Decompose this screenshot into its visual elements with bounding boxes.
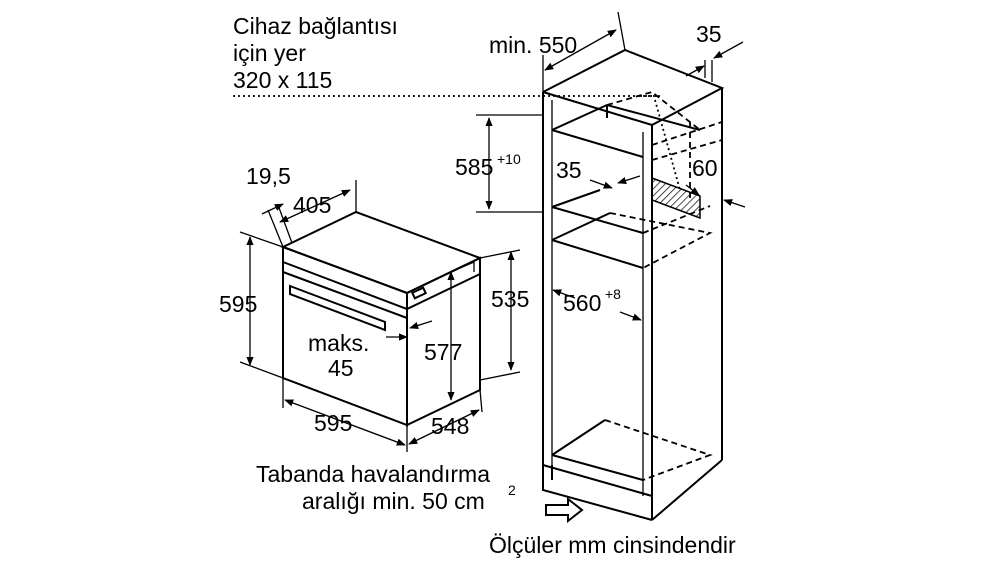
dim-560-sup: +8 xyxy=(605,286,621,302)
oven-knob xyxy=(410,286,428,300)
dim-535-ext-top xyxy=(479,249,521,259)
dim-max-label: maks. xyxy=(308,330,369,356)
dim-60-label: 60 xyxy=(692,155,718,181)
dim-595h-ext-bot xyxy=(239,361,284,379)
cabinet-top xyxy=(542,48,725,126)
dim-60-arrow-b xyxy=(723,199,746,208)
dim-ext-a xyxy=(267,209,284,248)
hidden-shelf-3 xyxy=(609,212,713,269)
connection-space-note: Cihaz bağlantısı için yer 320 x 115 xyxy=(233,13,660,97)
dim-max-value: 45 xyxy=(328,355,354,381)
ventilation-note-line1: Tabanda havalandırma xyxy=(256,461,490,487)
hidden-top-back xyxy=(606,91,701,131)
dim-35mid-arrow-b xyxy=(617,175,641,184)
dim-ext-b xyxy=(277,204,293,244)
dim-585-label: 585 xyxy=(455,154,493,180)
dim-595w-label: 595 xyxy=(314,410,352,436)
hidden-top-side xyxy=(651,121,723,146)
oven-handle xyxy=(289,284,386,332)
cabinet-plinth-top xyxy=(542,464,653,497)
dim-550-arrow xyxy=(544,29,617,71)
dim-535-label: 535 xyxy=(491,286,529,312)
ventilation-note-line2: aralığı min. 50 cm xyxy=(302,488,485,514)
oven-back-detail xyxy=(459,261,475,272)
dim-548-label: 548 xyxy=(431,413,469,439)
oven-drawing: 19,5 405 595 535 577 maks. 45 595 548 xyxy=(219,163,529,452)
cabinet-drawing: min. 550 35 585 +10 35 60 560 +8 xyxy=(455,11,746,524)
dim-548-ext xyxy=(479,389,483,413)
cabinet-bottom-right xyxy=(651,459,723,521)
dim-585-sup: +10 xyxy=(497,151,521,167)
cabinet-shelf-2-front xyxy=(551,206,644,234)
oven-door-top-line xyxy=(282,271,408,319)
dim-577-label: 577 xyxy=(424,339,462,365)
dim-560-arrow-left xyxy=(552,289,576,299)
dim-405-arrow xyxy=(279,189,351,223)
dim-19-5-label: 19,5 xyxy=(246,163,291,189)
dim-35top-arrow-a xyxy=(685,65,705,77)
dim-35mid-label: 35 xyxy=(556,157,582,183)
dim-535-ext-bot xyxy=(479,371,521,381)
hidden-shelf-bottom xyxy=(604,419,713,481)
dim-60-arrow-a xyxy=(685,184,700,196)
dim-550-label: min. 550 xyxy=(489,32,577,58)
cabinet-shelf-3-left xyxy=(551,212,611,241)
oven-control-strip xyxy=(282,261,481,311)
connection-note-line3: 320 x 115 xyxy=(233,67,332,93)
dim-35mid-arrow-a xyxy=(589,179,613,189)
connection-note-line2: için yer xyxy=(233,40,306,66)
dim-595h-label: 595 xyxy=(219,291,257,317)
ventilation-note-sup: 2 xyxy=(508,482,516,498)
airflow-arrow-icon xyxy=(545,496,584,524)
dim-595w-arrow xyxy=(284,399,406,446)
connection-note-line1: Cihaz bağlantısı xyxy=(233,13,398,39)
ventilation-cutout xyxy=(651,176,701,220)
dim-560-label: 560 xyxy=(563,290,601,316)
dim-35top-label: 35 xyxy=(696,21,722,47)
connection-leader-down xyxy=(654,99,681,191)
dim-550-ext-right xyxy=(617,11,626,51)
cabinet-shelf-1-front xyxy=(551,129,644,158)
cabinet-front-left xyxy=(542,92,653,521)
dim-595h-ext-top xyxy=(239,231,284,248)
dim-548-arrow xyxy=(408,409,480,445)
cabinet-shelf-2-left xyxy=(551,189,601,208)
dim-max-arrow-b xyxy=(409,320,433,329)
ventilation-note: Tabanda havalandırma aralığı min. 50 cm … xyxy=(256,461,516,514)
cabinet-shelf-3-front xyxy=(551,239,644,269)
dim-35top-arrow-b xyxy=(713,41,744,59)
cabinet-shelf-bottom-left xyxy=(551,419,606,456)
hidden-upper-side xyxy=(651,139,723,161)
dim-405-label: 405 xyxy=(293,192,331,218)
dim-560-arrow-right xyxy=(619,311,642,321)
units-note: Ölçüler mm cinsindendir xyxy=(489,532,736,558)
cabinet-shelf-bottom-front xyxy=(551,454,644,481)
